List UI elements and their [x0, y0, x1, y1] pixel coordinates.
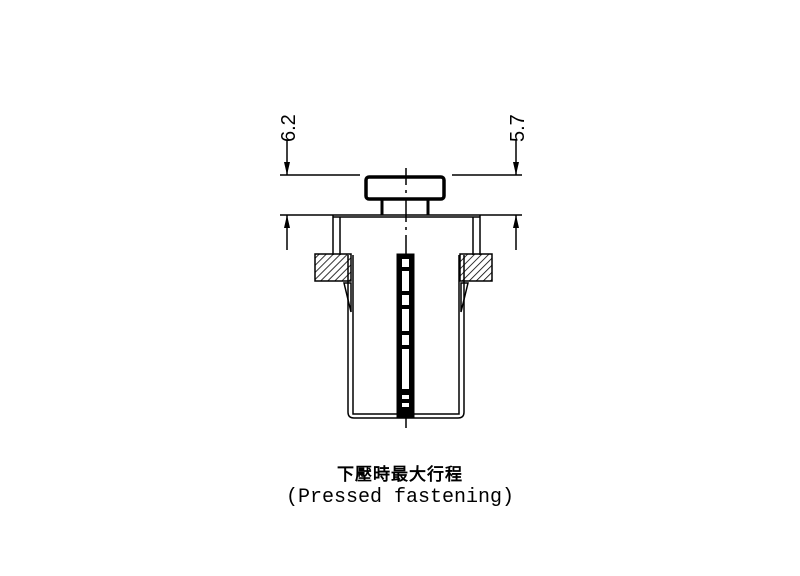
dimension-left	[284, 140, 290, 250]
caption-chinese: 下壓時最大行程	[337, 465, 463, 485]
dimension-label-left: 6.2	[278, 114, 300, 142]
fastener-head	[364, 175, 446, 215]
extension-lines	[280, 174, 522, 216]
panel-section-right	[459, 253, 493, 282]
caption-english: (Pressed fastening)	[285, 486, 515, 509]
dimension-label-right: 5.7	[507, 114, 529, 142]
center-pin	[396, 253, 415, 419]
dimension-right	[513, 140, 519, 250]
panel-section-left	[314, 253, 352, 282]
